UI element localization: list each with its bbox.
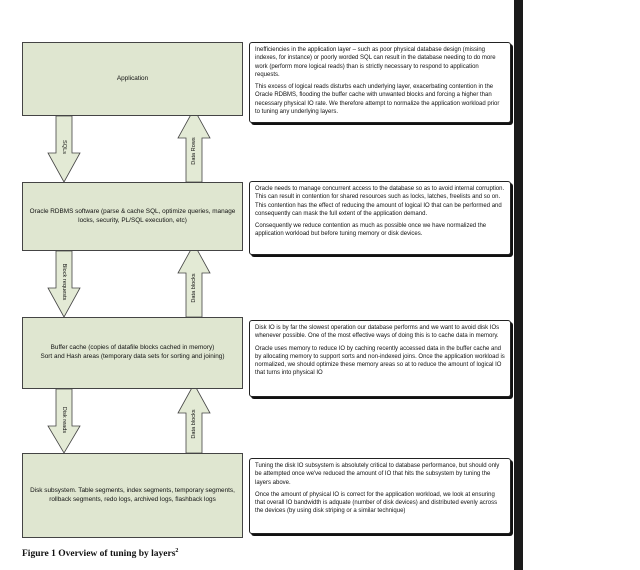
note-disk-subsystem-p2: Once the amount of physical IO is correc… — [255, 491, 498, 515]
layer-oracle-rdbms-label: Oracle RDBMS software (parse & cache SQL… — [29, 207, 236, 224]
arrow-up-data-rows — [177, 108, 211, 183]
arrow-label-data-blocks-2: Data blocks — [191, 409, 197, 439]
figure-caption-footnote: 2 — [175, 548, 179, 554]
layer-application-label: Application — [116, 74, 149, 82]
arrow-down-block-requests — [47, 250, 81, 318]
note-buffer-cache: Disk IO is by far the slowest operation … — [249, 320, 511, 397]
arrow-label-data-rows: Data Rows — [191, 137, 197, 165]
note-oracle-rdbms-p1: Oracle needs to manage concurrent access… — [255, 186, 505, 217]
arrow-label-data-blocks-1: Data blocks — [191, 273, 197, 303]
arrow-up-data-blocks-1 — [177, 243, 211, 318]
note-buffer-cache-p2: Oracle uses memory to reduce IO by cachi… — [255, 345, 505, 377]
note-application-p1: Inefficiencies in the application layer … — [255, 47, 496, 78]
note-disk-subsystem: Tuning the disk IO subsystem is absolute… — [249, 458, 511, 534]
figure-caption: Figure 1 Overview of tuning by layers2 — [22, 548, 178, 559]
note-application-p2: This excess of logical reads disturbs ea… — [255, 84, 500, 115]
note-oracle-rdbms: Oracle needs to manage concurrent access… — [249, 181, 511, 255]
layer-application: Application — [22, 42, 243, 116]
arrow-label-disk-reads: Disk reads — [61, 406, 67, 434]
note-buffer-cache-p1: Disk IO is by far the slowest operation … — [255, 325, 500, 340]
layer-buffer-cache-label: Buffer cache (copies of datafile blocks … — [40, 344, 225, 360]
arrow-label-sqls: SQLs — [61, 140, 67, 154]
layer-oracle-rdbms: Oracle RDBMS software (parse & cache SQL… — [22, 182, 243, 251]
layer-buffer-cache: Buffer cache (copies of datafile blocks … — [22, 317, 243, 389]
arrow-down-sqls — [47, 115, 81, 183]
figure-caption-text: Figure 1 Overview of tuning by layers — [22, 549, 176, 560]
arrow-label-block-requests: Block requests — [61, 263, 67, 301]
arrow-down-disk-reads — [47, 388, 81, 454]
note-disk-subsystem-p1: Tuning the disk IO subsystem is absolute… — [255, 463, 500, 486]
note-oracle-rdbms-p2: Consequently we reduce contention as muc… — [255, 223, 487, 238]
page-edge-bar — [514, 0, 523, 570]
note-application: Inefficiencies in the application layer … — [249, 42, 511, 123]
layer-disk-subsystem: Disk subsystem. Table segments, index se… — [22, 453, 243, 538]
arrow-up-data-blocks-2 — [177, 383, 211, 454]
layer-disk-subsystem-label: Disk subsystem. Table segments, index se… — [30, 486, 235, 503]
